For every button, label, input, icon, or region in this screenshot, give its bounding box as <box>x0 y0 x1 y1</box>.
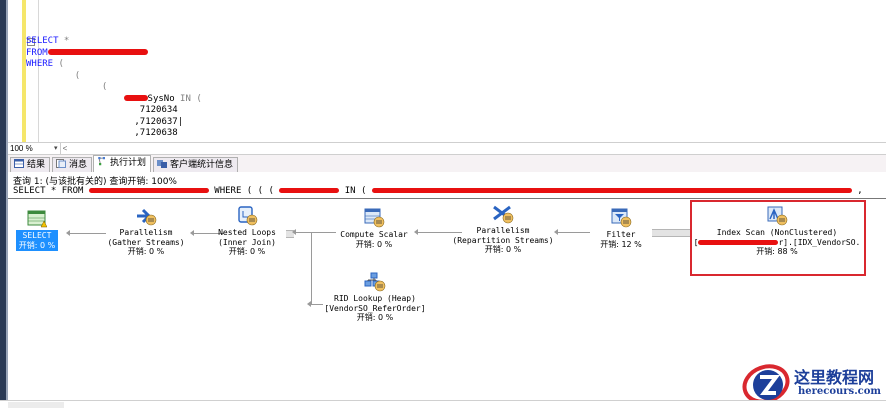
change-tracking-bar <box>22 0 26 142</box>
tab-execution-plan[interactable]: 执行计划 <box>93 155 152 173</box>
connector-arrow <box>190 230 224 236</box>
redacted-column-prefix <box>123 95 148 101</box>
parallelism-icon <box>137 208 157 226</box>
parallelism-repartition-icon <box>493 205 514 224</box>
scroll-left-button[interactable]: < <box>60 143 69 154</box>
redacted-table-name <box>88 188 209 193</box>
table-result-icon <box>27 210 47 228</box>
rid-lookup-icon <box>364 272 386 292</box>
sql-editor[interactable] <box>8 0 886 142</box>
plan-node-index-scan[interactable]: Index Scan (NonClustered) [r].[IDX_Vendo… <box>692 206 862 257</box>
editor-zoom-bar: 100 % ▾ < <box>8 142 886 155</box>
plan-node-parallelism-repartition[interactable]: Parallelism (Repartition Streams) 开销: 0 … <box>448 204 558 255</box>
client-stats-icon <box>157 160 167 168</box>
status-strip <box>0 400 886 409</box>
window-left-border <box>0 0 6 400</box>
watermark-logo: 这里教程网 herecours.com <box>740 362 886 408</box>
connector-arrow <box>414 229 462 235</box>
query-cost-header: 查询 1: (与该批有关的) 查询开销: 100% <box>13 177 177 187</box>
connector-arrow <box>66 230 106 236</box>
logo-z-icon <box>742 364 790 404</box>
index-scan-icon <box>767 206 788 226</box>
plan-node-rid-lookup[interactable]: RID Lookup (Heap) [VendorSO_ReferOrder] … <box>320 272 430 323</box>
plan-node-compute-scalar[interactable]: Compute Scalar 开销: 0 % <box>334 208 414 249</box>
execution-plan-pane[interactable]: 查询 1: (与该批有关的) 查询开销: 100% SELECT * FROM … <box>8 172 886 400</box>
redacted-values <box>371 188 852 193</box>
connector-arrow <box>307 301 323 307</box>
filter-icon <box>611 208 632 228</box>
tab-messages[interactable]: 消息 <box>52 157 93 173</box>
message-icon <box>56 159 66 168</box>
highlight-box <box>690 200 866 276</box>
tab-results[interactable]: 结果 <box>10 157 51 173</box>
results-tabs: 结果 消息 执行计划 客户端统计信息 <box>8 155 886 173</box>
chevron-down-icon[interactable]: ▾ <box>54 145 58 152</box>
execution-plan-icon <box>98 157 105 166</box>
connector-arrow <box>554 229 590 235</box>
compute-scalar-icon <box>364 208 385 228</box>
plan-node-filter[interactable]: Filter 开销: 12 % <box>594 208 648 249</box>
tab-client-statistics[interactable]: 客户端统计信息 <box>153 157 239 173</box>
collapse-icon[interactable]: − <box>27 38 35 46</box>
connector-arrow <box>652 229 690 237</box>
horizontal-scrollbar[interactable] <box>8 402 64 408</box>
connector-arrow <box>286 230 294 238</box>
plan-node-nested-loops[interactable]: Nested Loops (Inner Join) 开销: 0 % <box>208 206 286 257</box>
redacted-table-name <box>47 49 148 55</box>
nested-loops-icon <box>238 206 258 226</box>
redacted-column <box>279 188 340 193</box>
header-separator <box>8 198 886 199</box>
redacted-object-name <box>698 239 779 245</box>
connector-arrow <box>292 229 336 235</box>
zoom-level-select[interactable]: 100 % <box>10 144 33 153</box>
query-text-header: SELECT * FROM WHERE ( ( ( IN ( , <box>13 186 863 196</box>
sql-code[interactable]: SELECT * FROM WHERE ( ( ( SysNo IN ( 712… <box>26 36 202 138</box>
connector-line <box>311 232 312 304</box>
window-left-edge <box>6 0 8 400</box>
plan-node-parallelism-gather[interactable]: Parallelism (Gather Streams) 开销: 0 % <box>96 206 196 257</box>
gutter-divider <box>38 0 39 142</box>
grid-icon <box>14 159 24 168</box>
